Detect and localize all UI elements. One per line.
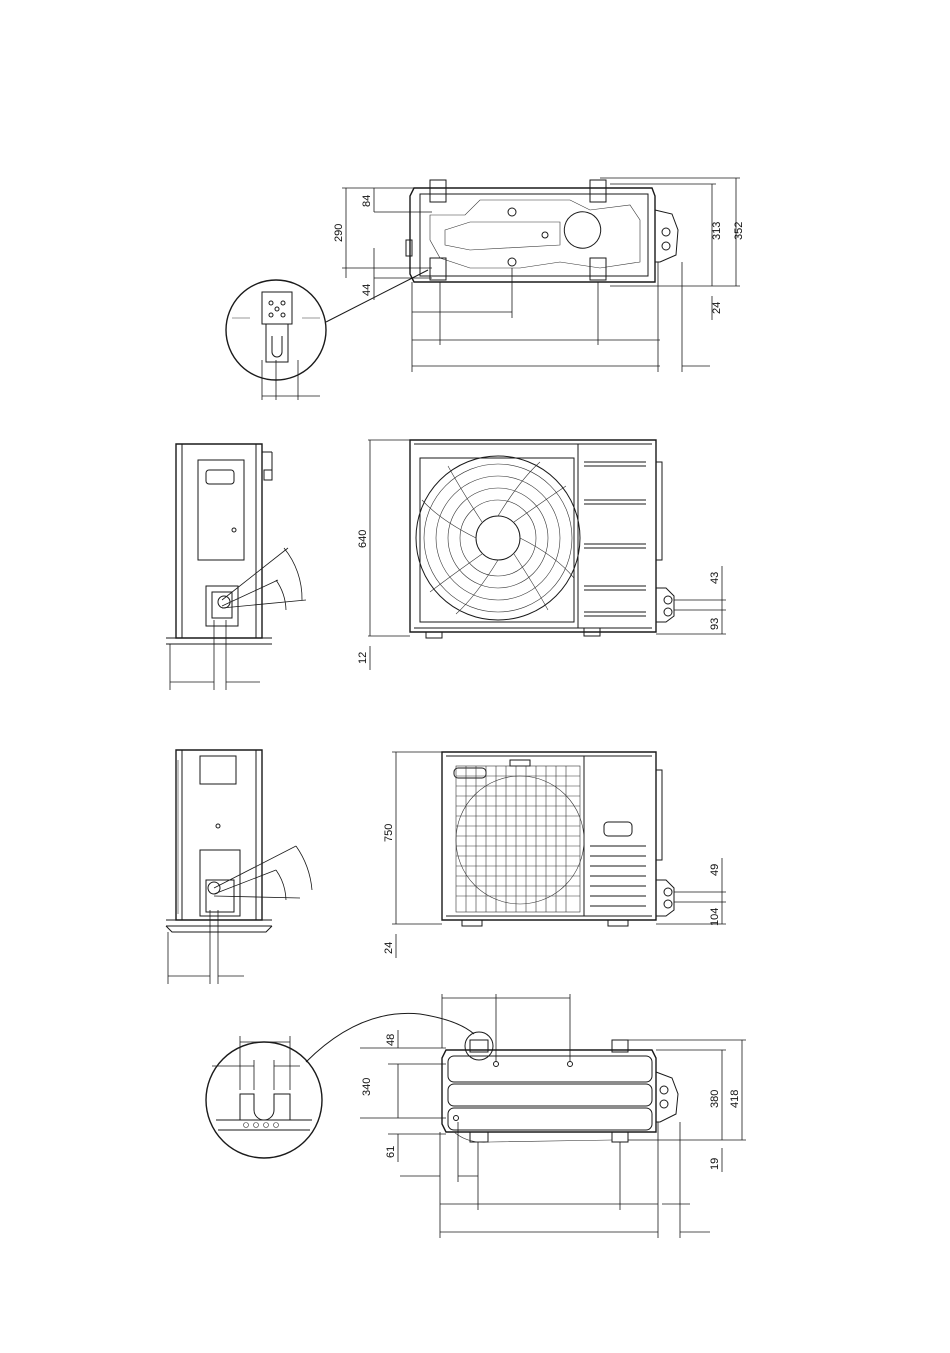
top-view-base-plate bbox=[410, 188, 655, 282]
side-view-750-housing bbox=[176, 750, 262, 920]
dim-380: 380 bbox=[709, 1090, 721, 1108]
dim-44: 44 bbox=[361, 284, 373, 296]
dim-19: 19 bbox=[709, 1158, 721, 1170]
front-view-640-valves bbox=[656, 588, 674, 622]
dim-61: 61 bbox=[385, 1146, 397, 1158]
dim-750: 750 bbox=[383, 824, 395, 842]
side-view-640-housing bbox=[176, 444, 262, 638]
side-view-640 bbox=[166, 444, 306, 690]
dim-104: 104 bbox=[709, 908, 721, 926]
dim-84: 84 bbox=[361, 195, 373, 207]
dim-49: 49 bbox=[709, 864, 721, 876]
top-view-valve bbox=[662, 228, 670, 236]
dim-313: 313 bbox=[711, 222, 723, 240]
bottom-view: 48 340 61 380 418 19 bbox=[206, 994, 746, 1238]
bottom-view-valve-bracket bbox=[656, 1072, 678, 1122]
bottom-view-detail-circle bbox=[206, 1042, 322, 1158]
dim-340: 340 bbox=[361, 1078, 373, 1096]
dim-93: 93 bbox=[709, 618, 721, 630]
dim-24-top: 24 bbox=[711, 302, 723, 314]
top-view-valve bbox=[662, 242, 670, 250]
front-view-640: 640 12 43 93 bbox=[357, 440, 726, 670]
dim-640: 640 bbox=[357, 530, 369, 548]
dim-418: 418 bbox=[729, 1090, 741, 1108]
front-view-750: 750 24 49 104 bbox=[383, 752, 726, 958]
dim-12: 12 bbox=[357, 652, 369, 664]
dim-48: 48 bbox=[385, 1034, 397, 1046]
dim-24-750: 24 bbox=[383, 942, 395, 954]
dim-43: 43 bbox=[709, 572, 721, 584]
side-view-750 bbox=[166, 750, 312, 984]
dim-352: 352 bbox=[733, 222, 745, 240]
front-view-750-valves bbox=[656, 880, 674, 916]
bottom-view-base-plate bbox=[442, 1050, 656, 1132]
dim-290: 290 bbox=[333, 224, 345, 242]
top-view: 84 290 44 313 352 24 bbox=[226, 178, 745, 400]
